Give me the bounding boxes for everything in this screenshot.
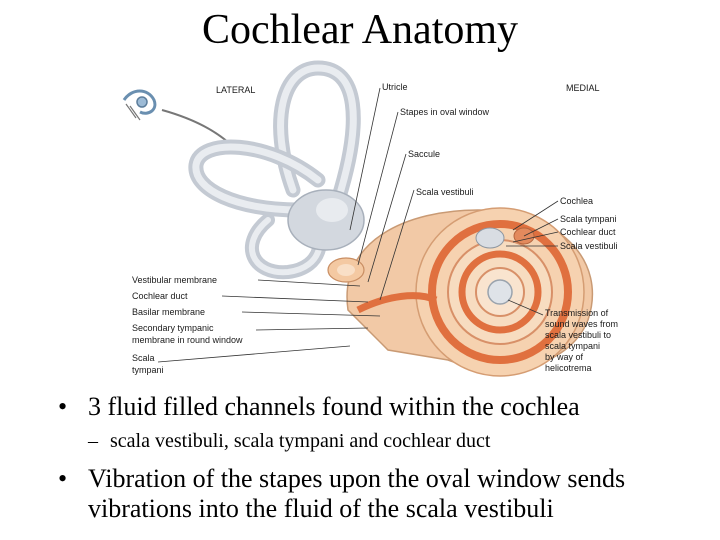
bullet-list: • 3 fluid filled channels found within t…	[58, 392, 698, 530]
slide-title: Cochlear Anatomy	[201, 7, 519, 53]
label-secondary-tympanic-1: Secondary tympanic	[132, 323, 214, 333]
bullet-item: • Vibration of the stapes upon the oval …	[58, 464, 698, 524]
label-transmission-5: by way of	[545, 352, 584, 362]
label-scala-tympani-left-1: Scala	[132, 353, 155, 363]
label-transmission-1: Transmission of	[545, 308, 609, 318]
label-cochlea: Cochlea	[560, 196, 593, 206]
bullet-marker: •	[58, 392, 68, 421]
label-transmission-3: scala vestibuli to	[545, 330, 611, 340]
bullet-marker: •	[58, 464, 68, 493]
ear-inset-icon	[122, 89, 157, 121]
label-stapes: Stapes in oval window	[400, 107, 490, 117]
label-cochlear-duct-left: Cochlear duct	[132, 291, 188, 301]
label-transmission-6: helicotrema	[545, 363, 592, 373]
label-scala-tympani-left-2: tympani	[132, 365, 164, 375]
label-medial: MEDIAL	[566, 83, 600, 93]
leader-lines-left	[157, 279, 381, 363]
label-utricle: Utricle	[382, 82, 408, 92]
label-vestibular-membrane: Vestibular membrane	[132, 275, 217, 285]
label-basilar-membrane: Basilar membrane	[132, 307, 205, 317]
label-transmission-4: scala tympani	[545, 341, 600, 351]
bullet-item: • 3 fluid filled channels found within t…	[58, 392, 698, 422]
label-scala-vestibuli-right: Scala vestibuli	[560, 241, 618, 251]
label-saccule: Saccule	[408, 149, 440, 159]
semicircular-canals	[188, 60, 361, 280]
cochlea-illustration: LATERAL MEDIAL Utricle Stapes in oval wi…	[122, 60, 618, 377]
sub-bullet-item: – scala vestibuli, scala tympani and coc…	[58, 428, 698, 454]
bullet-text: Vibration of the stapes upon the oval wi…	[88, 464, 626, 523]
label-transmission-2: sound waves from	[545, 319, 618, 329]
cochlea-anatomy-figure: LATERAL MEDIAL Utricle Stapes in oval wi…	[118, 60, 638, 380]
label-secondary-tympanic-2: membrane in round window	[132, 335, 243, 345]
cochlea-spiral	[327, 207, 594, 377]
sub-bullet-text: scala vestibuli, scala tympani and cochl…	[110, 430, 491, 452]
label-scala-vestibuli-top: Scala vestibuli	[416, 187, 474, 197]
sub-bullet-marker: –	[88, 430, 98, 452]
label-lateral: LATERAL	[216, 85, 255, 95]
leader-lines-top	[349, 87, 559, 316]
bullet-text: 3 fluid filled channels found within the…	[88, 392, 580, 421]
label-scala-tympani-right: Scala tympani	[560, 214, 617, 224]
label-cochlear-duct-right: Cochlear duct	[560, 227, 616, 237]
